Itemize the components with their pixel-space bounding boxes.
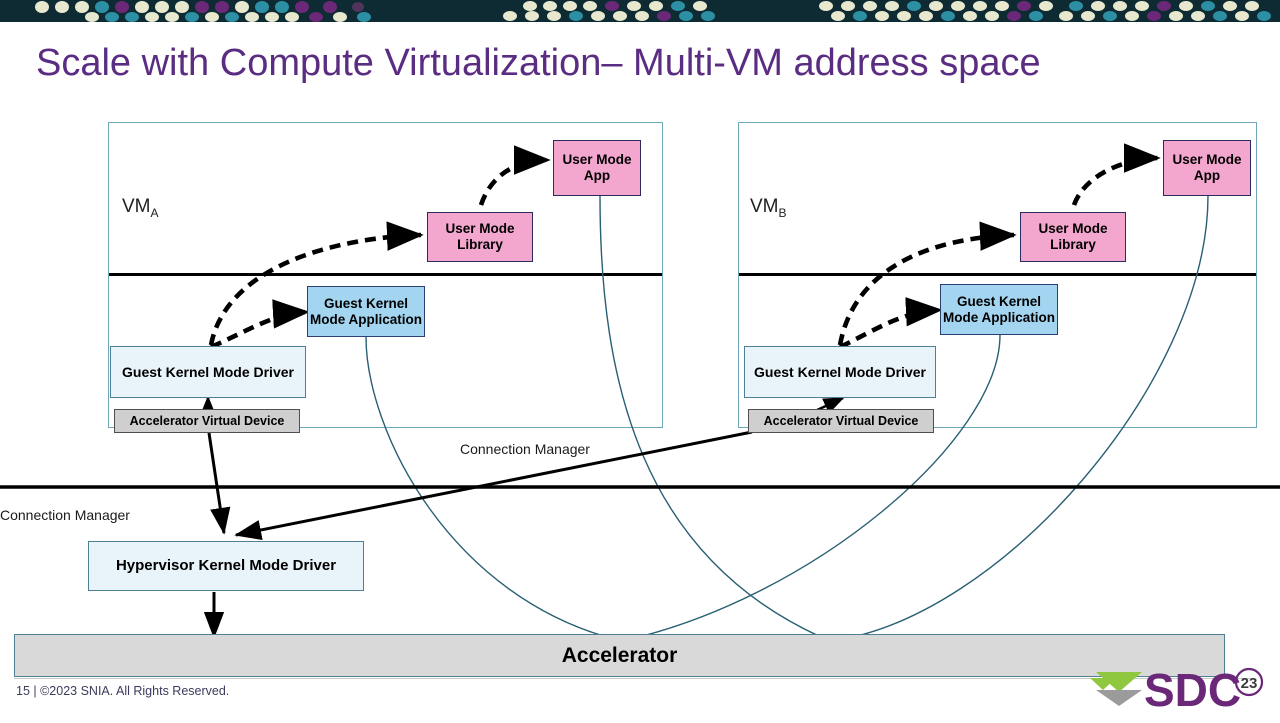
vm-a-label: VMA	[122, 196, 159, 220]
header-dot-pattern-icon	[0, 0, 1280, 22]
connection-manager-outer-label: Connection Manager	[0, 507, 130, 523]
arrow-vma-driver-to-guest-kernel-app	[210, 299, 310, 350]
page-title: Scale with Compute Virtualization– Multi…	[36, 42, 1041, 84]
curve-vmb-user-mode-app	[829, 195, 1209, 642]
sdc-logo-text: SDC	[1144, 664, 1241, 716]
arrow-vmb-driver-to-guest-kernel-app	[839, 297, 943, 350]
vm-a-label-subscript: A	[150, 205, 159, 220]
curve-vma-guest-kernel-app	[365, 336, 623, 642]
arrow-vma-library-to-user-mode-app	[478, 145, 551, 206]
vm-a-user-mode-library-label: User Mode Library	[445, 221, 515, 252]
vm-b-guest-kernel-mode-application-label: Guest Kernel Mode Application	[943, 293, 1055, 325]
vm-a-user-kernel-divider	[109, 273, 662, 276]
vm-b-guest-kernel-mode-driver-label: Guest Kernel Mode Driver	[754, 363, 926, 380]
sdc-badge-circle	[1234, 667, 1264, 697]
vm-a-guest-kernel-mode-driver-box[interactable]: Guest Kernel Mode Driver	[110, 346, 306, 398]
vm-b-user-mode-app-label: User Mode App	[1172, 152, 1242, 183]
vm-b-accelerator-virtual-device-label: Accelerator Virtual Device	[763, 413, 919, 428]
vm-a-guest-kernel-mode-application-label: Guest Kernel Mode Application	[310, 295, 422, 327]
vm-a-guest-kernel-mode-driver-label: Guest Kernel Mode Driver	[122, 363, 294, 380]
vm-b-label-text: VM	[750, 196, 779, 217]
vm-b-label-subscript: B	[778, 205, 787, 220]
header-decorative-band	[0, 0, 1280, 22]
vm-a-label-text: VM	[122, 196, 151, 217]
hypervisor-kernel-mode-driver-label: Hypervisor Kernel Mode Driver	[115, 557, 337, 575]
curve-vmb-guest-kernel-app	[621, 334, 1001, 642]
vm-b-user-mode-app-box[interactable]: User Mode App	[1163, 140, 1251, 196]
accelerator-link-curves	[365, 195, 1209, 642]
vm-b-label: VMB	[750, 196, 787, 220]
vm-a-accelerator-virtual-device-label: Accelerator Virtual Device	[129, 413, 285, 428]
arrow-vmb-library-to-user-mode-app	[1071, 143, 1161, 206]
vm-b-guest-kernel-mode-driver-box[interactable]: Guest Kernel Mode Driver	[744, 346, 936, 398]
connection-manager-inner-label: Connection Manager	[460, 441, 590, 457]
arrow-vma-avd-to-hypervisor	[207, 432, 231, 535]
sdc-logo: SDC 23	[1086, 660, 1276, 718]
arrow-vma-driver-to-user-mode-library	[208, 221, 424, 346]
vm-b-guest-kernel-mode-application-box[interactable]: Guest Kernel Mode Application	[940, 284, 1058, 335]
sdc-badge-year: 23	[1241, 675, 1258, 692]
accelerator-bar[interactable]: Accelerator	[14, 634, 1225, 677]
arrow-vmb-avd-to-hypervisor	[234, 430, 753, 541]
vm-a-accelerator-virtual-device-box[interactable]: Accelerator Virtual Device	[114, 409, 300, 433]
sdc-logo-icon: SDC 23	[1090, 664, 1264, 716]
vm-b-accelerator-virtual-device-box[interactable]: Accelerator Virtual Device	[748, 409, 934, 433]
accelerator-label: Accelerator	[561, 643, 678, 667]
vm-b-user-mode-library-label: User Mode Library	[1038, 221, 1108, 252]
vm-a-user-mode-app-label: User Mode App	[562, 152, 632, 183]
vm-a-user-mode-app-box[interactable]: User Mode App	[553, 140, 641, 196]
vm-b-user-kernel-divider	[739, 273, 1256, 276]
footer-copyright: 15 | ©2023 SNIA. All Rights Reserved.	[16, 684, 230, 698]
sdc-chevron-icon	[1090, 672, 1142, 706]
vm-a-guest-kernel-mode-application-box[interactable]: Guest Kernel Mode Application	[307, 286, 425, 337]
vm-a-user-mode-library-box[interactable]: User Mode Library	[427, 212, 533, 262]
hypervisor-kernel-mode-driver-box[interactable]: Hypervisor Kernel Mode Driver	[88, 541, 364, 591]
vm-b-user-mode-library-box[interactable]: User Mode Library	[1020, 212, 1126, 262]
footer-divider	[14, 678, 1254, 679]
curve-vma-user-mode-app	[599, 195, 831, 642]
arrow-vmb-driver-to-user-mode-library	[837, 221, 1017, 346]
